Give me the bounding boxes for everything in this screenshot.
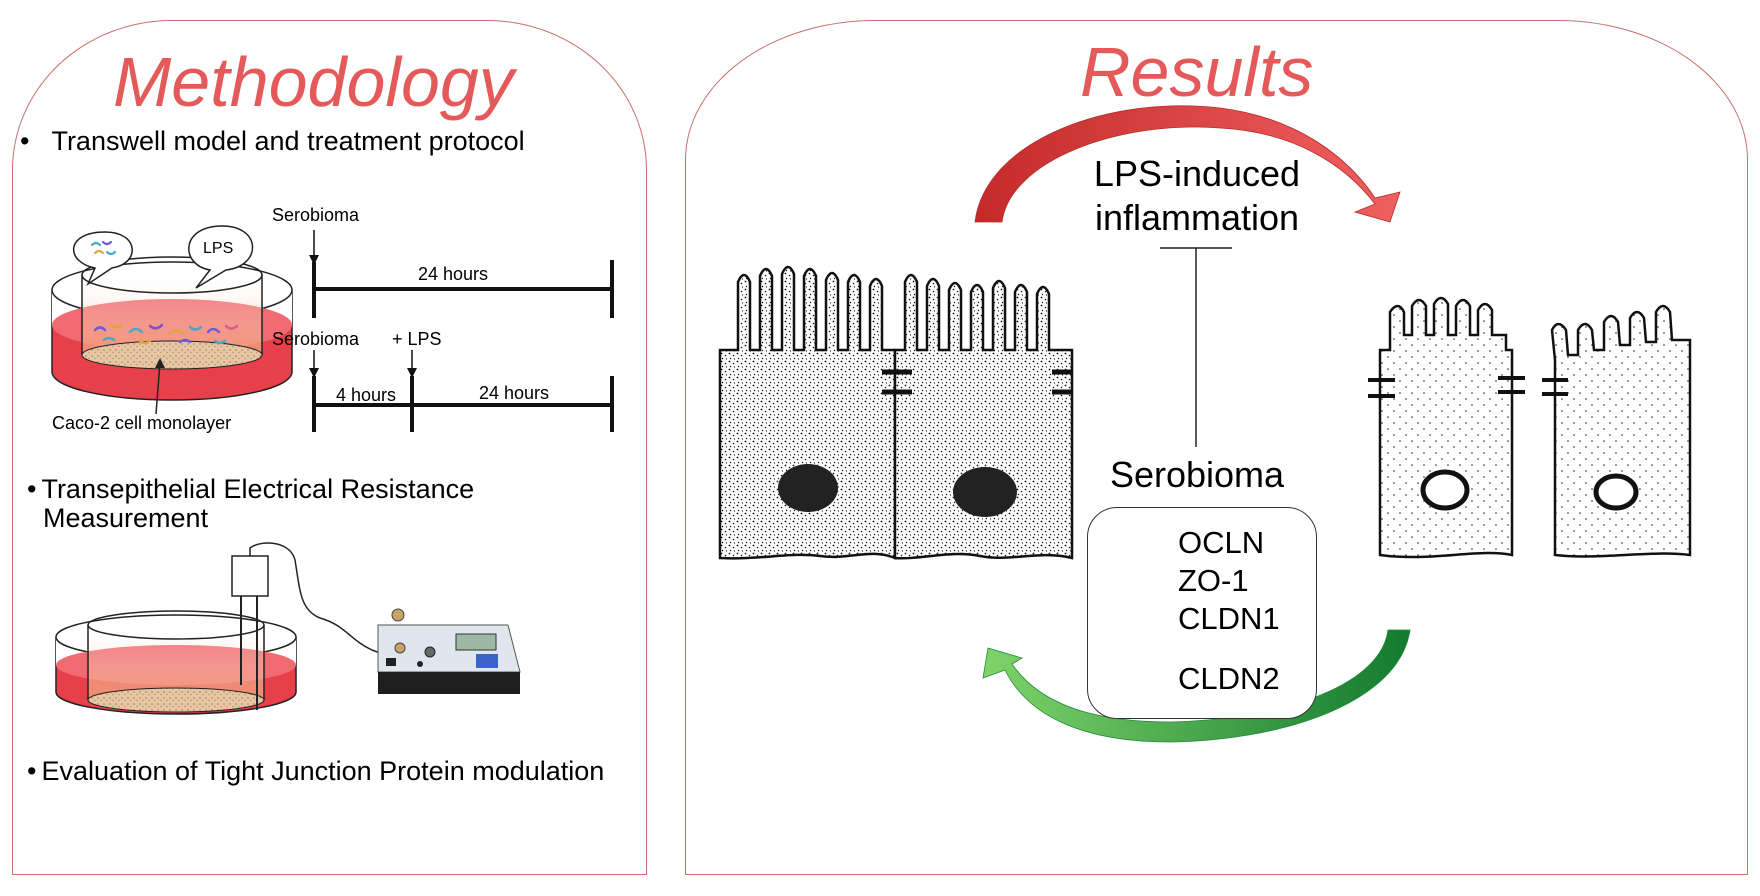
bullet-transwell-text: Transwell model and treatment protocol xyxy=(51,126,525,156)
timeline-2-addition: + LPS xyxy=(392,329,442,349)
inflammation-label-line1: LPS-induced xyxy=(1093,153,1301,194)
monolayer-label: Caco-2 cell monolayer xyxy=(52,413,232,433)
bullet-transwell: • Transwell model and treatment protocol xyxy=(20,126,525,157)
serobioma-label: Serobioma xyxy=(1109,454,1285,495)
healthy-epithelial-cells xyxy=(718,265,1074,560)
bullet-tight-junction: •Evaluation of Tight Junction Protein mo… xyxy=(27,756,604,787)
protein-cldn2: CLDN2 xyxy=(1178,661,1280,696)
bullet-teer-line2: Measurement xyxy=(43,503,209,533)
inflammation-arrow xyxy=(974,105,1401,223)
teer-setup xyxy=(55,542,521,715)
timeline-2-pre-duration: 4 hours xyxy=(336,385,397,405)
transwell-diagram xyxy=(51,225,293,415)
bullet-tight-junction-text: Evaluation of Tight Junction Protein mod… xyxy=(41,756,605,786)
lps-bubble-label: LPS xyxy=(203,240,234,257)
methodology-title: Methodology xyxy=(113,43,514,121)
voltohmmeter xyxy=(377,608,521,694)
methodology-panel xyxy=(12,20,647,875)
timeline-2-duration: 24 hours xyxy=(479,383,550,403)
timeline-2 xyxy=(309,350,614,432)
inflammation-label-line2: inflammation xyxy=(1094,197,1300,238)
bullet-teer-text: Transepithelial Electrical Resistance xyxy=(41,474,475,504)
protein-zo1: ZO-1 xyxy=(1178,563,1249,598)
inflamed-epithelial-cells xyxy=(1368,296,1692,559)
timeline-1-duration: 24 hours xyxy=(418,264,489,284)
bullet-teer: •Transepithelial Electrical Resistance xyxy=(27,474,474,505)
timeline-1-treatment: Serobioma xyxy=(272,205,360,225)
timeline-1 xyxy=(309,230,614,318)
bullet-dot: • xyxy=(27,756,37,786)
protein-ocln: OCLN xyxy=(1178,525,1265,560)
bullet-dot: • xyxy=(20,126,30,156)
protein-modulation-box xyxy=(1087,507,1317,719)
results-title: Results xyxy=(1080,33,1314,111)
timeline-2-treatment: Serobioma xyxy=(272,329,360,349)
bullet-dot: • xyxy=(27,474,37,504)
protein-cldn1: CLDN1 xyxy=(1178,601,1280,636)
